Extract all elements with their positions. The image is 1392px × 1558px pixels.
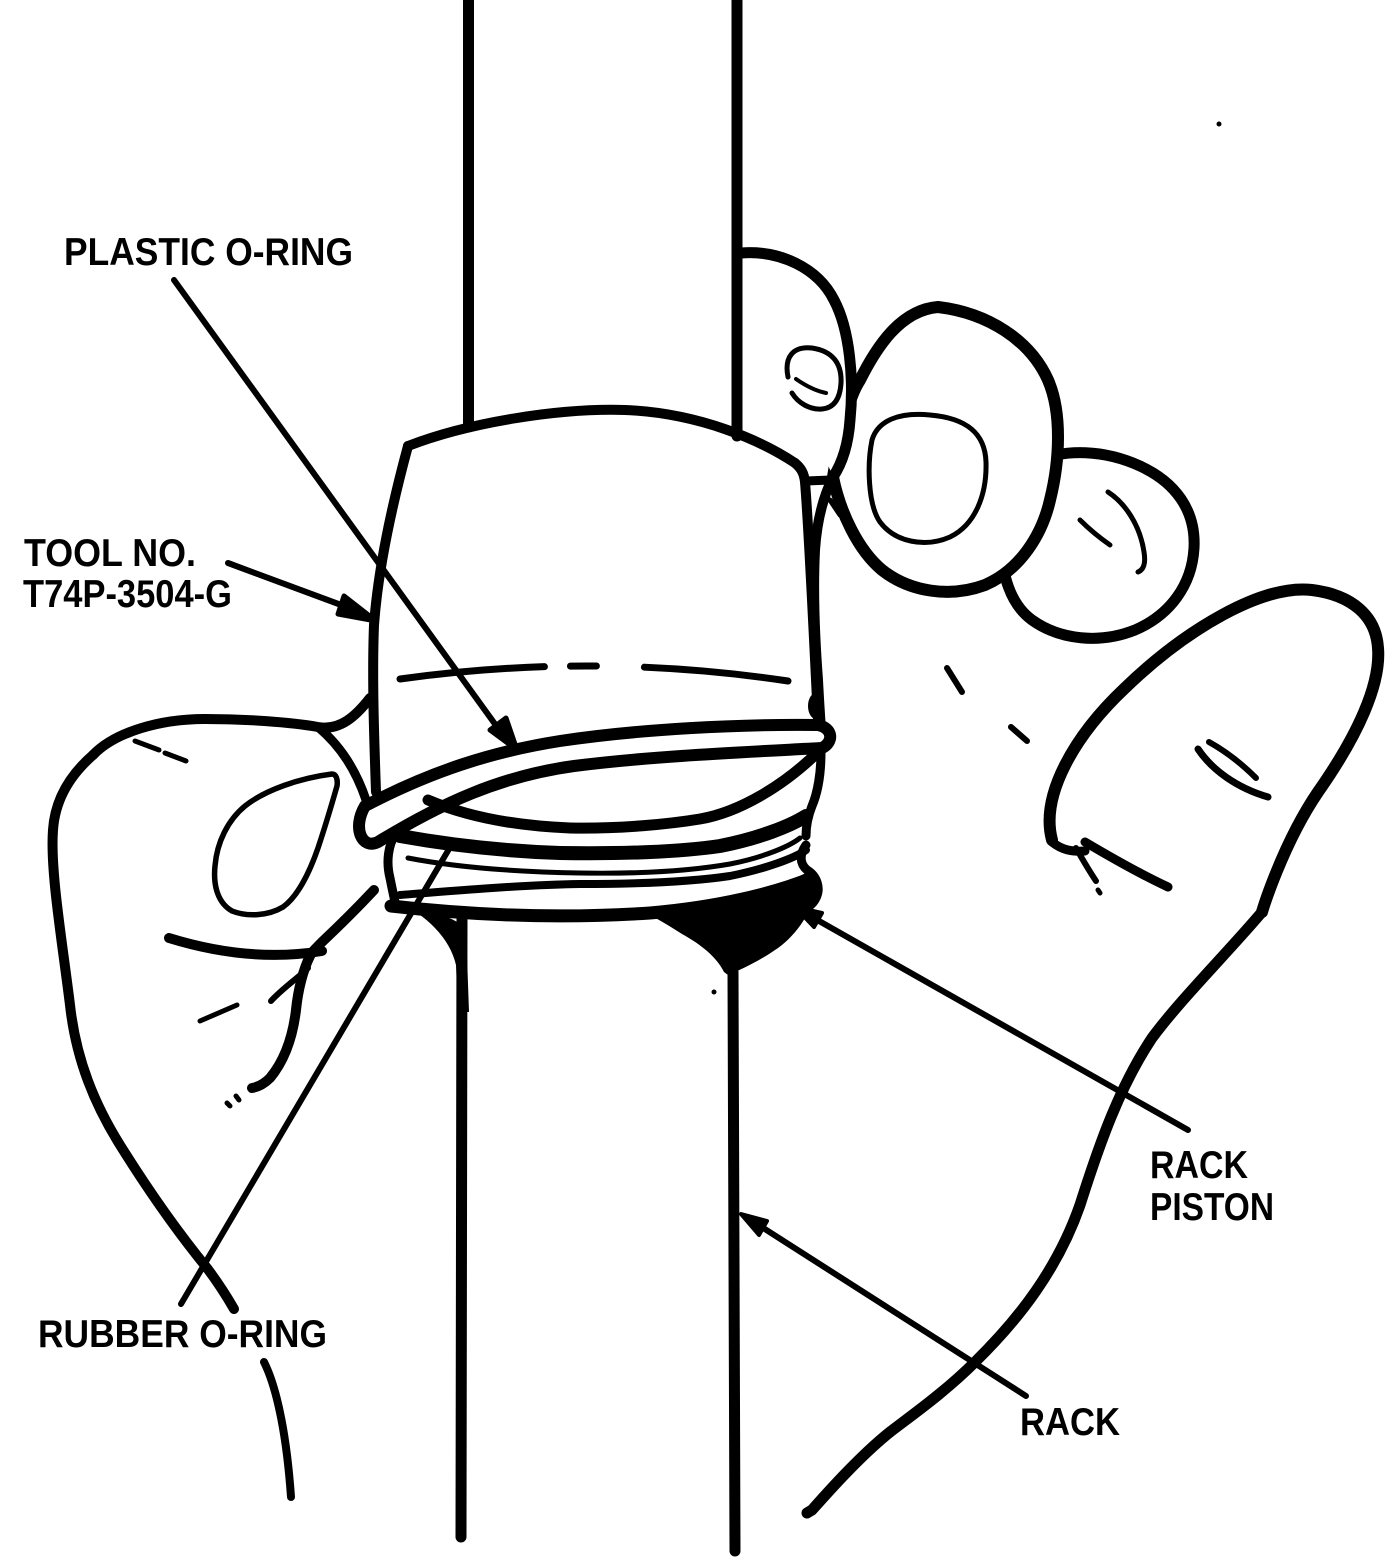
svg-text:RACK: RACK — [1020, 1401, 1120, 1444]
svg-text:PISTON: PISTON — [1150, 1186, 1274, 1229]
svg-text:RACK: RACK — [1150, 1144, 1248, 1187]
svg-text:RUBBER O-RING: RUBBER O-RING — [38, 1313, 327, 1356]
svg-text:T74P-3504-G: T74P-3504-G — [23, 573, 232, 616]
svg-text:PLASTIC O-RING: PLASTIC O-RING — [64, 231, 353, 274]
svg-text:TOOL NO.: TOOL NO. — [24, 532, 196, 575]
